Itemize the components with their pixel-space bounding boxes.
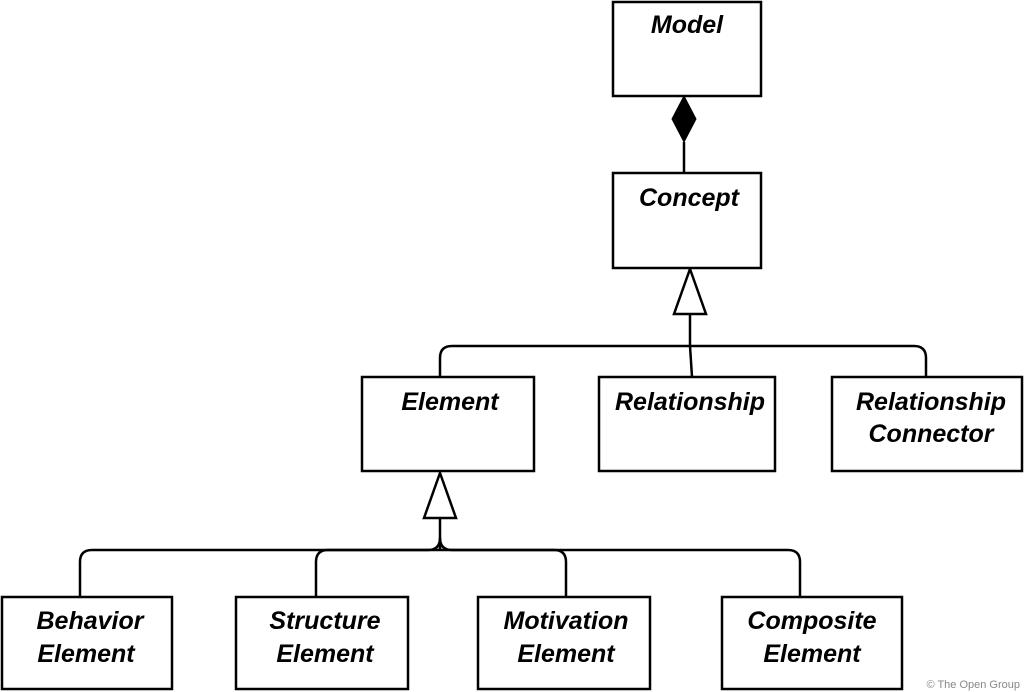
generalization-line-motivation xyxy=(440,548,568,597)
node-motivation-element: Motivation Element xyxy=(476,595,652,691)
generalization-line-relationship-connector xyxy=(690,344,928,377)
motivation-element-label-line-2: Element xyxy=(517,640,616,668)
model-label: Model xyxy=(651,11,724,39)
node-composite-element: Composite Element xyxy=(720,595,904,691)
node-relationship: Relationship xyxy=(597,375,777,473)
motivation-element-box xyxy=(476,595,652,691)
structure-element-label-line-1: Structure xyxy=(269,607,380,635)
relationship-connector-box xyxy=(830,375,1024,473)
behavior-element-label-line-2: Element xyxy=(37,640,136,668)
generalization-arrow-concept xyxy=(672,265,708,316)
motivation-element-label-line-1: Motivation xyxy=(504,607,629,635)
element-label: Element xyxy=(401,388,500,416)
generalization-line-relationship xyxy=(688,345,694,378)
node-behavior-element: Behavior Element xyxy=(0,595,174,691)
concept-label: Concept xyxy=(639,184,741,212)
structure-element-label-line-2: Element xyxy=(276,640,375,668)
node-relationship-connector: Relationship Connector xyxy=(830,375,1024,473)
node-concept: Concept xyxy=(611,171,763,270)
generalization-line-structure xyxy=(314,548,440,597)
composite-element-label-line-2: Element xyxy=(763,640,862,668)
model-box xyxy=(611,0,763,98)
node-structure-element: Structure Element xyxy=(234,595,410,691)
node-model: Model xyxy=(611,0,763,98)
structure-element-box xyxy=(234,595,410,691)
generalization-line-behavior xyxy=(78,537,442,597)
composite-element-box xyxy=(720,595,904,691)
relationship-label: Relationship xyxy=(615,388,765,416)
node-element: Element xyxy=(360,375,536,473)
element-box xyxy=(360,375,536,473)
generalization-line-composite xyxy=(438,537,802,597)
copyright-notice: © The Open Group xyxy=(926,679,1020,691)
relationship-connector-label-line-2: Connector xyxy=(869,420,995,448)
generalization-line-element xyxy=(438,344,690,377)
composition-diamond xyxy=(671,94,697,144)
behavior-element-label-line-1: Behavior xyxy=(37,607,145,635)
relationship-connector-label-line-1: Relationship xyxy=(856,388,1006,416)
connectors xyxy=(78,94,928,597)
concept-box xyxy=(611,171,763,270)
behavior-element-box xyxy=(0,595,174,691)
relationship-box xyxy=(597,375,777,473)
composite-element-label-line-1: Composite xyxy=(747,607,876,635)
generalization-arrow-element xyxy=(422,469,458,520)
